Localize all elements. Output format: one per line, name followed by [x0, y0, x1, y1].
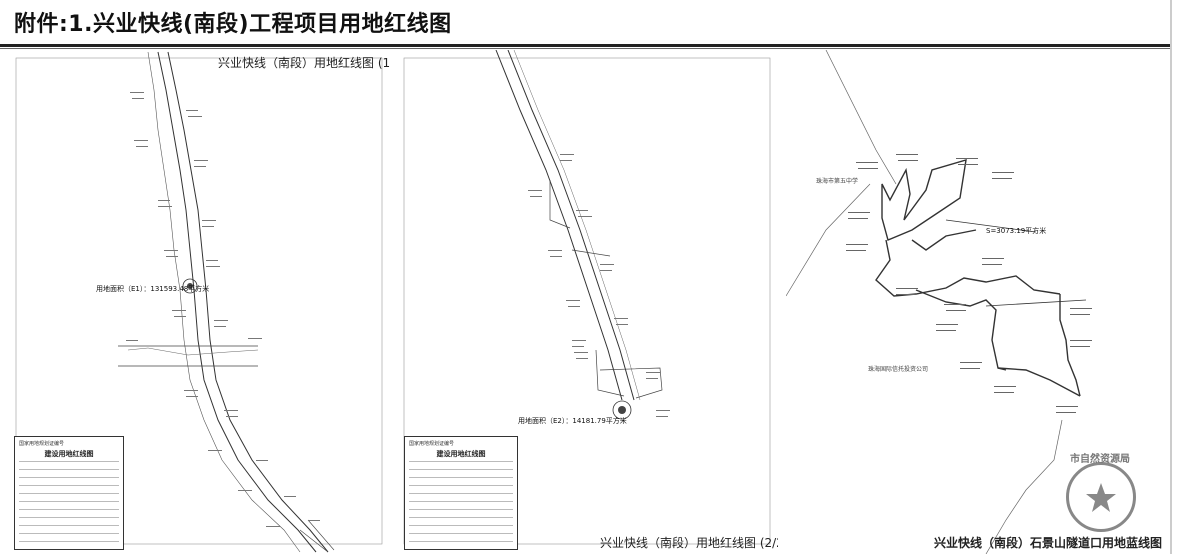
- title-block-row: [19, 461, 119, 462]
- title-block-row: [19, 517, 119, 518]
- red-line-map-panel-1: 用地面积（E1）：131593.48平方米 兴业快线（南段）用地红线图 (1/2…: [8, 50, 390, 554]
- title-block-head: 国家用地规划证编号: [409, 441, 455, 447]
- land-area-label: 用地面积（E2）：14181.79平方米: [518, 417, 627, 425]
- red-line-map-panel-2: 用地面积（E2）：14181.79平方米 兴业快线（南段）用地红线图 (2/2)…: [400, 50, 778, 554]
- title-rule-thin: [0, 48, 1172, 49]
- title-block-row: [409, 469, 513, 470]
- route-drawing-2: [403, 50, 771, 545]
- title-block-row: [409, 501, 513, 502]
- panel-caption: 兴业快线（南段）用地红线图 (2/2): [600, 536, 778, 550]
- title-block-row: [19, 533, 119, 534]
- title-block-row: [409, 477, 513, 478]
- title-block-row: [19, 493, 119, 494]
- title-block-row: [19, 541, 119, 542]
- school-label: 珠海市第五中学: [816, 178, 859, 185]
- title-rule: [0, 44, 1172, 47]
- title-block-row: [19, 501, 119, 502]
- title-block-row: [19, 485, 119, 486]
- tunnel-portal-drawing: [786, 50, 1092, 554]
- land-area-label: 用地面积（E1）：131593.48平方米: [96, 285, 210, 293]
- title-block-title: 建设用地红线图: [436, 450, 486, 458]
- panel-caption: 兴业快线（南段）用地红线图 (1/2): [218, 56, 390, 70]
- land-area-label: S=3073.19平方米: [986, 227, 1047, 235]
- seal-star-icon: [1086, 483, 1116, 512]
- title-block-head: 国家用地规划证编号: [19, 441, 65, 447]
- page-right-border: [1170, 0, 1172, 554]
- title-block-row: [409, 509, 513, 510]
- company-label: 珠海国际信托投资公司: [868, 366, 929, 373]
- title-block: 国家用地规划证编号 建设用地红线图: [14, 436, 124, 550]
- seal-text: 市自然资源局: [1070, 454, 1130, 465]
- official-seal: [1066, 462, 1136, 532]
- title-block-row: [409, 461, 513, 462]
- title-block-row: [409, 493, 513, 494]
- title-block-row: [19, 469, 119, 470]
- title-block-title: 建设用地红线图: [44, 450, 94, 458]
- title-block-row: [409, 533, 513, 534]
- title-block-row: [19, 477, 119, 478]
- title-block: 国家用地规划证编号 建设用地红线图: [404, 436, 518, 550]
- route-drawing-1: [15, 51, 383, 553]
- title-block-row: [19, 509, 119, 510]
- title-block-row: [409, 541, 513, 542]
- panel-caption: 兴业快线（南段）石景山隧道口用地蓝线图: [934, 536, 1163, 550]
- blue-line-map-panel: 珠海市第五中学 珠海国际信托投资公司 S=3073.19平方米 市自然资源局 兴…: [786, 50, 1170, 554]
- page-title: 附件:1.兴业快线(南段)工程项目用地红线图: [14, 12, 452, 37]
- title-block-row: [19, 525, 119, 526]
- title-block-row: [409, 517, 513, 518]
- title-block-row: [409, 485, 513, 486]
- title-block-row: [409, 525, 513, 526]
